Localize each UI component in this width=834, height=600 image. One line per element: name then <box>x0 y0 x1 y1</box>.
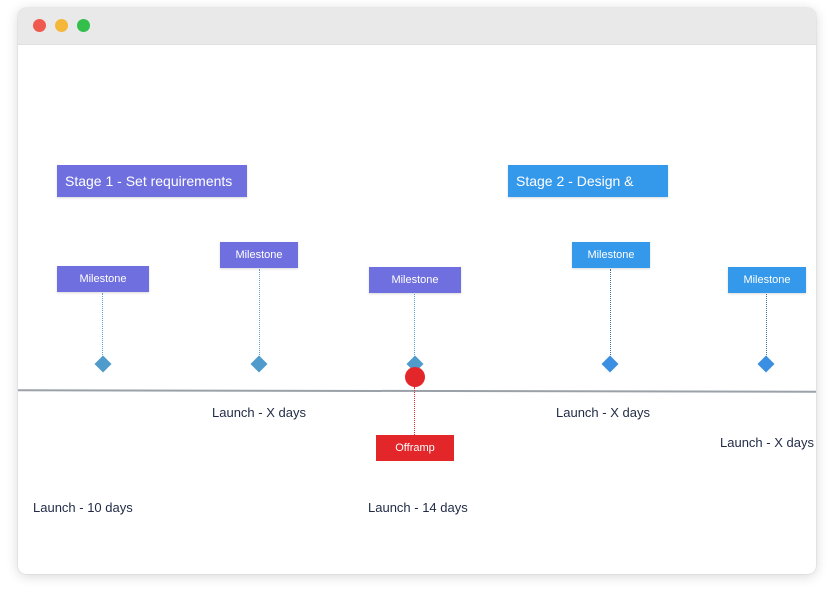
stage-1-header: Stage 1 - Set requirements <box>57 165 247 197</box>
milestone-2: Milestone <box>220 242 298 268</box>
launch-label-1: Launch - 10 days <box>33 500 133 515</box>
milestone-5-connector <box>766 294 767 357</box>
stage-2-header: Stage 2 - Design & Build <box>508 165 668 221</box>
milestone-2-connector <box>259 269 260 357</box>
browser-window: Stage 1 - Set requirements Stage 2 - Des… <box>18 8 816 574</box>
launch-label-3: Launch - 14 days <box>368 500 468 515</box>
launch-label-2: Launch - X days <box>212 405 306 420</box>
launch-label-4: Launch - X days <box>556 405 650 420</box>
milestone-5-marker <box>757 355 775 373</box>
milestone-3: Milestone <box>369 267 461 293</box>
milestone-4-connector <box>610 269 611 357</box>
milestone-1-marker <box>94 355 112 373</box>
launch-label-5: Launch - X days <box>720 435 814 450</box>
milestone-4: Milestone <box>572 242 650 268</box>
offramp-box: Offramp <box>376 435 454 461</box>
milestone-4-marker <box>601 355 619 373</box>
timeline-canvas: Stage 1 - Set requirements Stage 2 - Des… <box>18 44 816 574</box>
timeline-axis <box>18 389 816 393</box>
milestone-3-connector <box>414 294 415 357</box>
maximize-window-button[interactable] <box>77 19 90 32</box>
milestone-1-connector <box>102 293 103 357</box>
close-window-button[interactable] <box>33 19 46 32</box>
window-titlebar <box>18 8 816 45</box>
offramp-marker <box>405 367 425 387</box>
minimize-window-button[interactable] <box>55 19 68 32</box>
milestone-2-marker <box>250 355 268 373</box>
offramp-connector <box>414 387 415 435</box>
milestone-5: Milestone <box>728 267 806 293</box>
milestone-1: Milestone <box>57 266 149 292</box>
